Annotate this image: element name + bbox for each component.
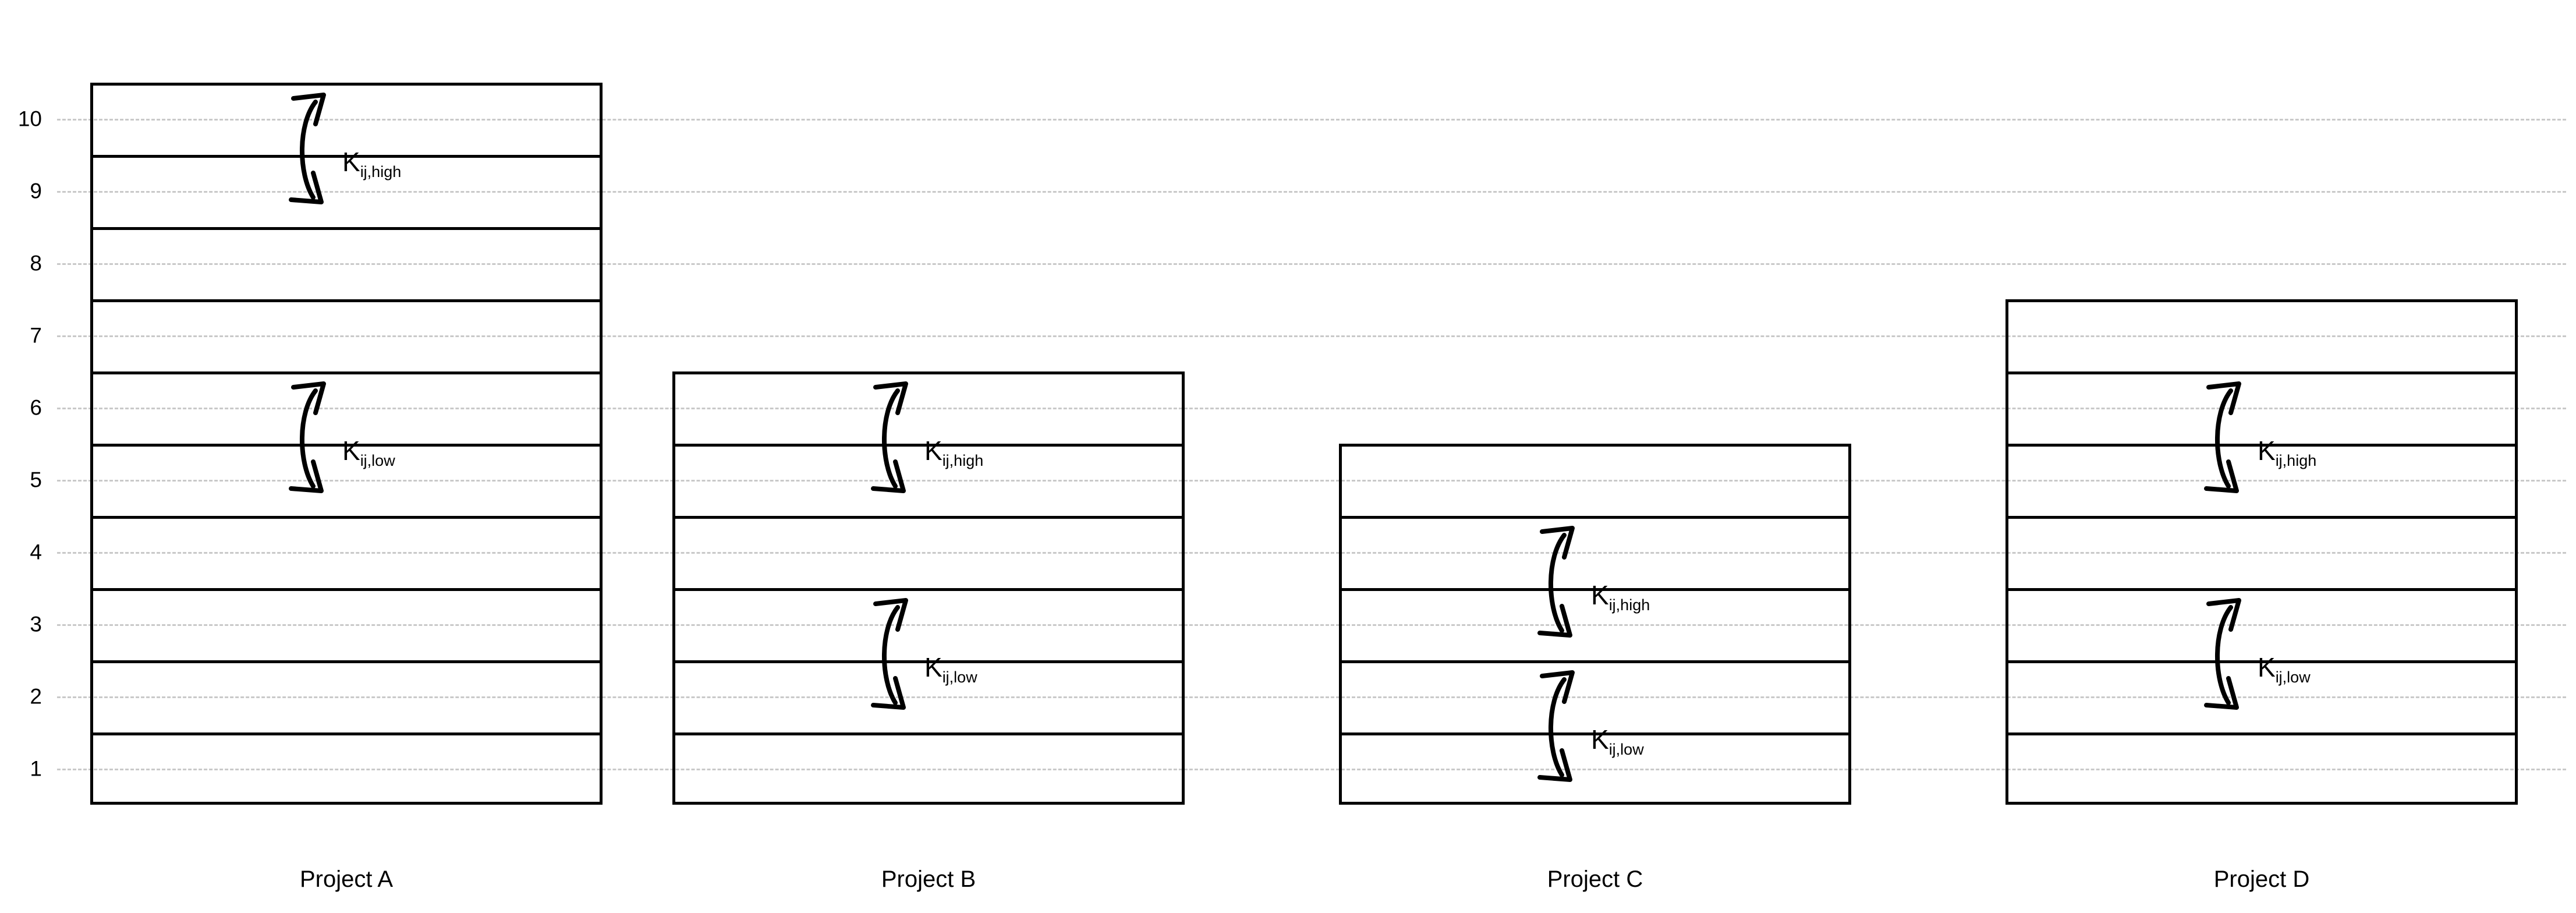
gridline: [57, 624, 2566, 626]
bar-segment-divider: [2008, 732, 2515, 735]
x-axis-label-project-c: Project C: [1547, 866, 1643, 892]
y-axis-tick-label: 2: [30, 684, 42, 709]
y-axis-tick-label: 3: [30, 612, 42, 636]
bar-segment-divider: [93, 371, 600, 374]
gridline: [57, 335, 2566, 337]
y-axis-tick-label: 9: [30, 179, 42, 203]
gridline: [57, 119, 2566, 121]
bar-segment-divider: [675, 444, 1182, 447]
bar-project-d: [2005, 299, 2518, 805]
bar-segment-divider: [93, 516, 600, 519]
y-axis-tick-label: 5: [30, 468, 42, 492]
bar-segment-divider: [93, 588, 600, 591]
y-axis-tick-label: 8: [30, 251, 42, 275]
y-axis-tick-label: 10: [17, 107, 42, 131]
gridline: [57, 696, 2566, 698]
bar-segment-divider: [93, 299, 600, 302]
bar-segment-divider: [2008, 660, 2515, 663]
gridline: [57, 191, 2566, 193]
bar-segment-divider: [675, 660, 1182, 663]
bar-segment-divider: [2008, 371, 2515, 374]
bar-segment-divider: [93, 155, 600, 158]
gridline: [57, 480, 2566, 482]
bar-segment-divider: [675, 516, 1182, 519]
gridline: [57, 769, 2566, 770]
gridline: [57, 408, 2566, 409]
bar-project-a: [90, 83, 603, 805]
y-axis-tick-label: 4: [30, 540, 42, 564]
bar-project-b: [672, 371, 1185, 805]
y-axis-tick-label: 1: [30, 756, 42, 781]
bar-segment-divider: [93, 444, 600, 447]
bar-segment-divider: [1342, 588, 1848, 591]
gridline: [57, 263, 2566, 265]
bar-segment-divider: [1342, 660, 1848, 663]
bar-segment-divider: [675, 588, 1182, 591]
x-axis-label-project-d: Project D: [2213, 866, 2310, 892]
x-axis-label-project-a: Project A: [299, 866, 394, 892]
bar-segment-divider: [2008, 444, 2515, 447]
bar-segment-divider: [2008, 588, 2515, 591]
bar-segment-divider: [1342, 516, 1848, 519]
bar-segment-divider: [93, 732, 600, 735]
bar-segment-divider: [93, 227, 600, 230]
y-axis-tick-label: 7: [30, 323, 42, 348]
bar-segment-divider: [1342, 732, 1848, 735]
bar-segment-divider: [675, 732, 1182, 735]
bar-segment-divider: [93, 660, 600, 663]
bar-segment-divider: [2008, 516, 2515, 519]
x-axis-label-project-b: Project B: [881, 866, 976, 892]
gridline: [57, 552, 2566, 554]
bar-project-c: [1339, 444, 1851, 805]
y-axis-tick-label: 6: [30, 395, 42, 420]
